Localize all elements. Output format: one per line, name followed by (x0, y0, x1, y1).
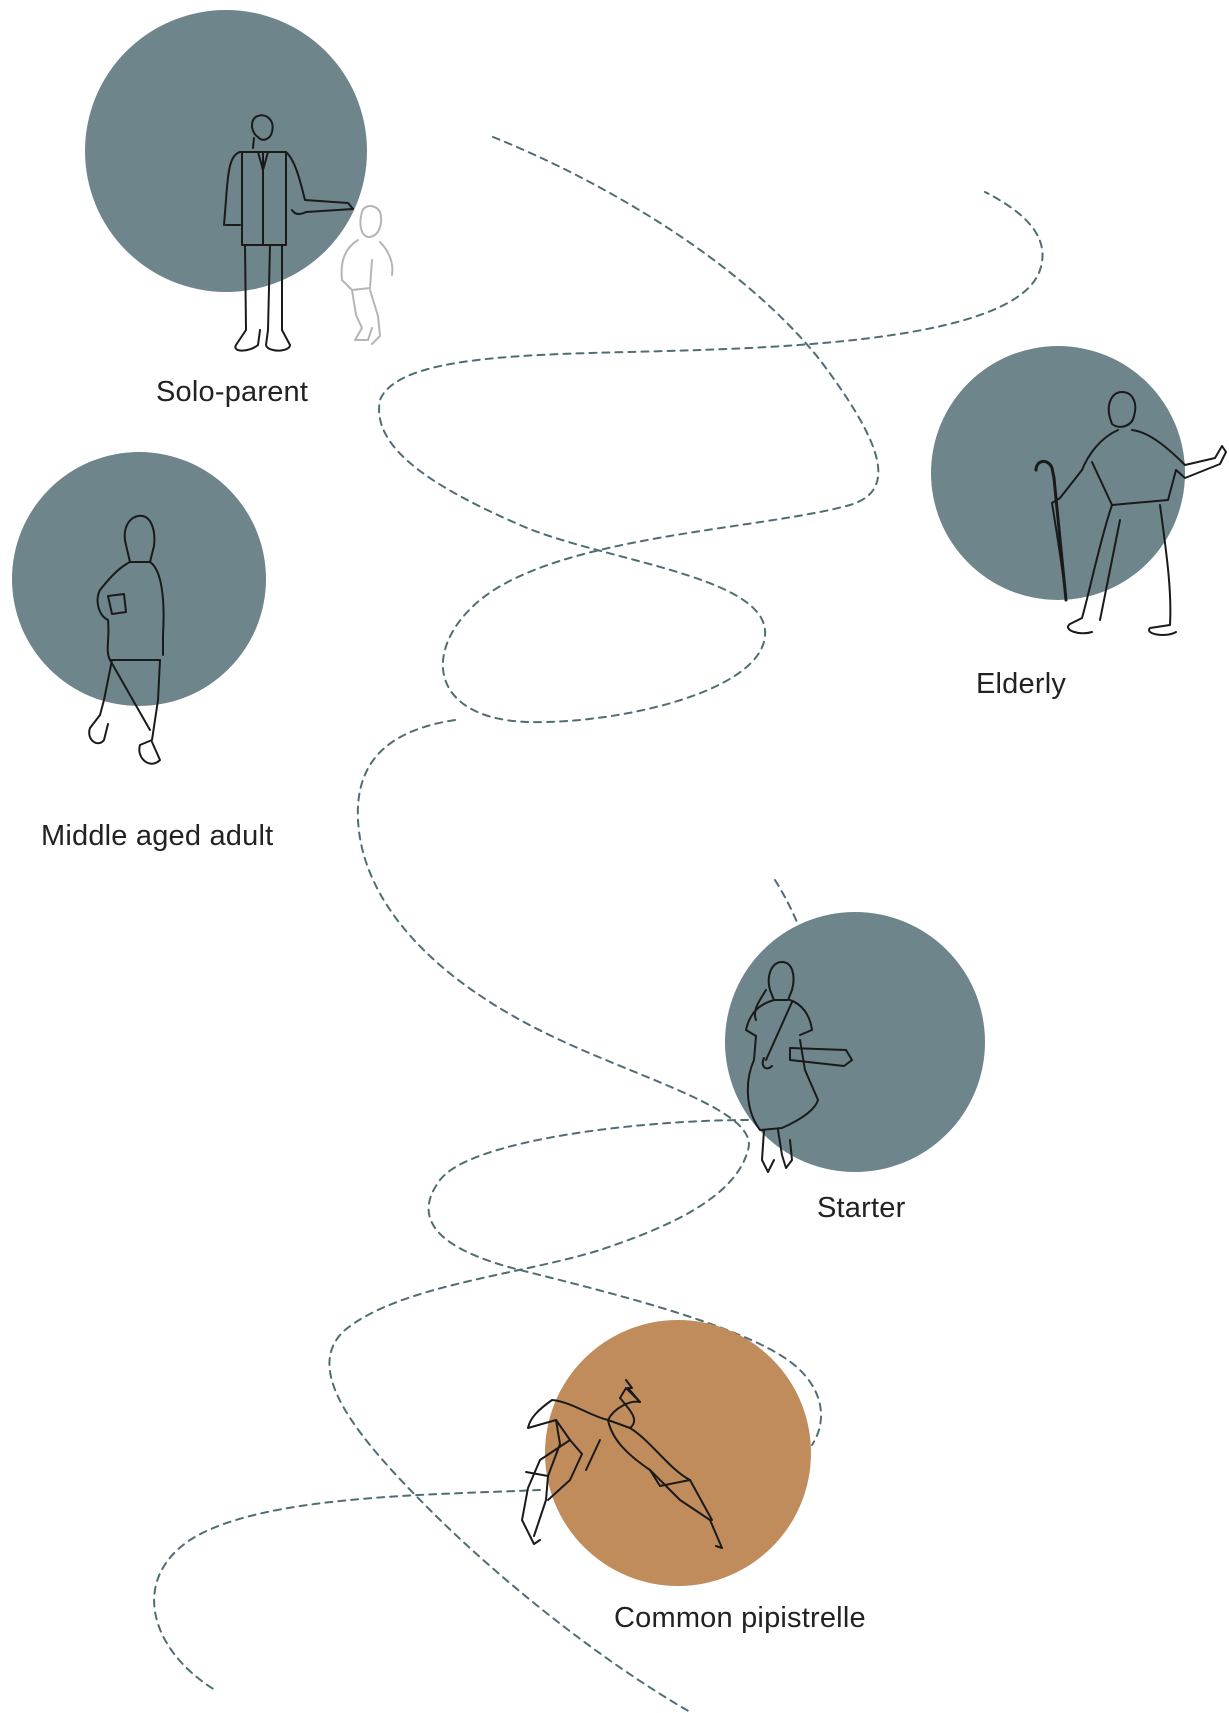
starter-label: Starter (817, 1192, 906, 1224)
middle-aged-adult-label: Middle aged adult (41, 820, 274, 852)
elderly-label: Elderly (976, 668, 1067, 700)
elderly-with-cane-figure-icon (1034, 391, 1227, 636)
young-person-with-case-figure-icon (745, 961, 853, 1173)
middle-aged-adult-circle (12, 452, 266, 706)
solo-parent-circle (85, 10, 367, 292)
child-figure-icon (340, 205, 394, 345)
elderly-circle (931, 346, 1185, 600)
movement-path-b (328, 719, 750, 1713)
movement-path-d (153, 1489, 541, 1691)
movement-path-a (378, 136, 1044, 724)
solo-parent-label: Solo-parent (156, 376, 309, 408)
common-pipistrelle-circle (545, 1320, 811, 1586)
parent-with-child-figure-icon (223, 114, 354, 352)
movement-path-c (427, 1119, 822, 1446)
bat-figure-icon (521, 1379, 723, 1549)
common-pipistrelle-label: Common pipistrelle (614, 1602, 866, 1634)
hooded-adult-figure-icon (88, 514, 165, 765)
starter-circle (725, 912, 985, 1172)
